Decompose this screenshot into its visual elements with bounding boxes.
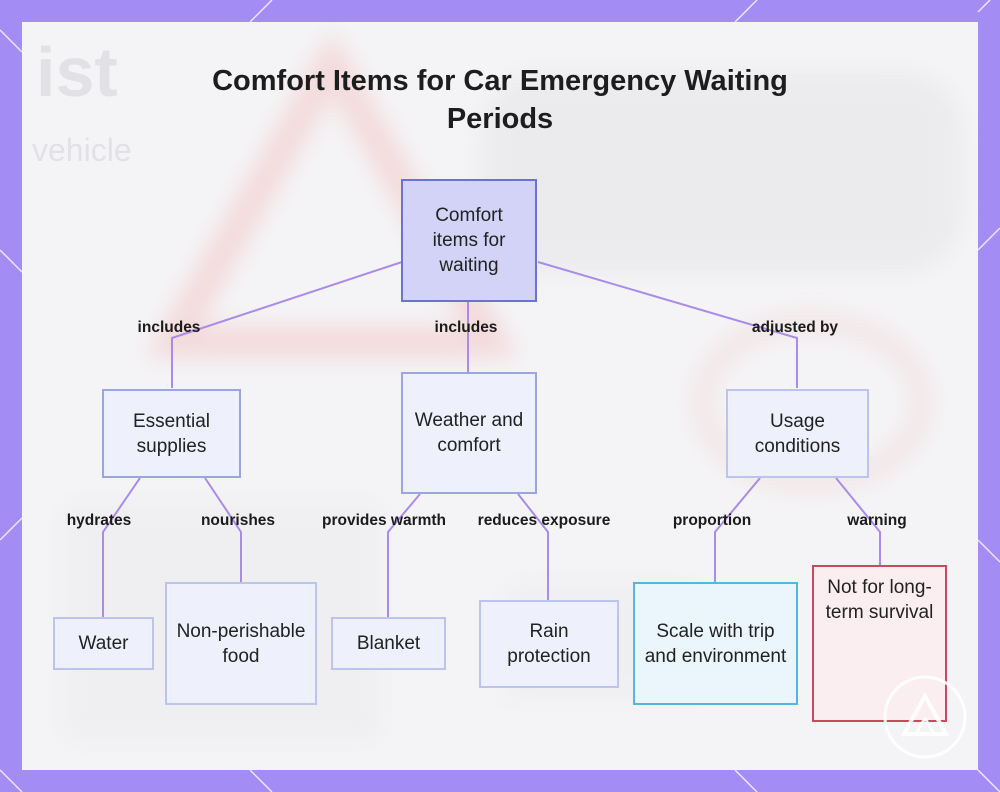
edge-label-provides-warmth: provides warmth — [321, 512, 447, 529]
edge-hydrates — [102, 477, 141, 617]
edge-label-adjusted-by: adjusted by — [751, 319, 839, 336]
edge-label-proportion: proportion — [672, 512, 752, 529]
edge-proportion — [714, 477, 761, 582]
edge-label-nourishes: nourishes — [200, 512, 276, 529]
node-usage-conditions: Usage conditions — [726, 389, 869, 478]
node-water: Water — [53, 617, 154, 670]
edge-provides-warmth — [387, 493, 421, 617]
edge-reduces-exposure — [517, 493, 549, 600]
node-weather-comfort: Weather and comfort — [401, 372, 537, 494]
triangle-logo-icon — [883, 675, 967, 759]
edge-includes-left — [171, 261, 403, 388]
edge-warning — [835, 477, 881, 565]
node-comfort-items: Comfort items for waiting — [401, 179, 537, 302]
edge-label-includes-left: includes — [137, 319, 201, 336]
background-text: vehicle — [32, 132, 132, 168]
edge-label-warning: warning — [847, 512, 907, 529]
node-essential-supplies: Essential supplies — [102, 389, 241, 478]
node-rain-protection: Rain protection — [479, 600, 619, 688]
node-scale-with-trip: Scale with trip and environment — [633, 582, 798, 705]
edge-label-reduces-exposure: reduces exposure — [477, 512, 611, 529]
edge-nourishes — [204, 477, 242, 582]
node-non-perishable-food: Non-perishable food — [165, 582, 317, 705]
diagram-title: Comfort Items for Car Emergency Waiting … — [212, 65, 788, 135]
edge-label-hydrates: hydrates — [66, 512, 132, 529]
edge-label-includes-mid: includes — [434, 319, 498, 336]
background-text: ist — [36, 33, 118, 111]
node-blanket: Blanket — [331, 617, 446, 670]
node-not-for-long-term: Not for long-term survival — [812, 565, 947, 722]
edge-adjusted-by — [537, 261, 798, 388]
